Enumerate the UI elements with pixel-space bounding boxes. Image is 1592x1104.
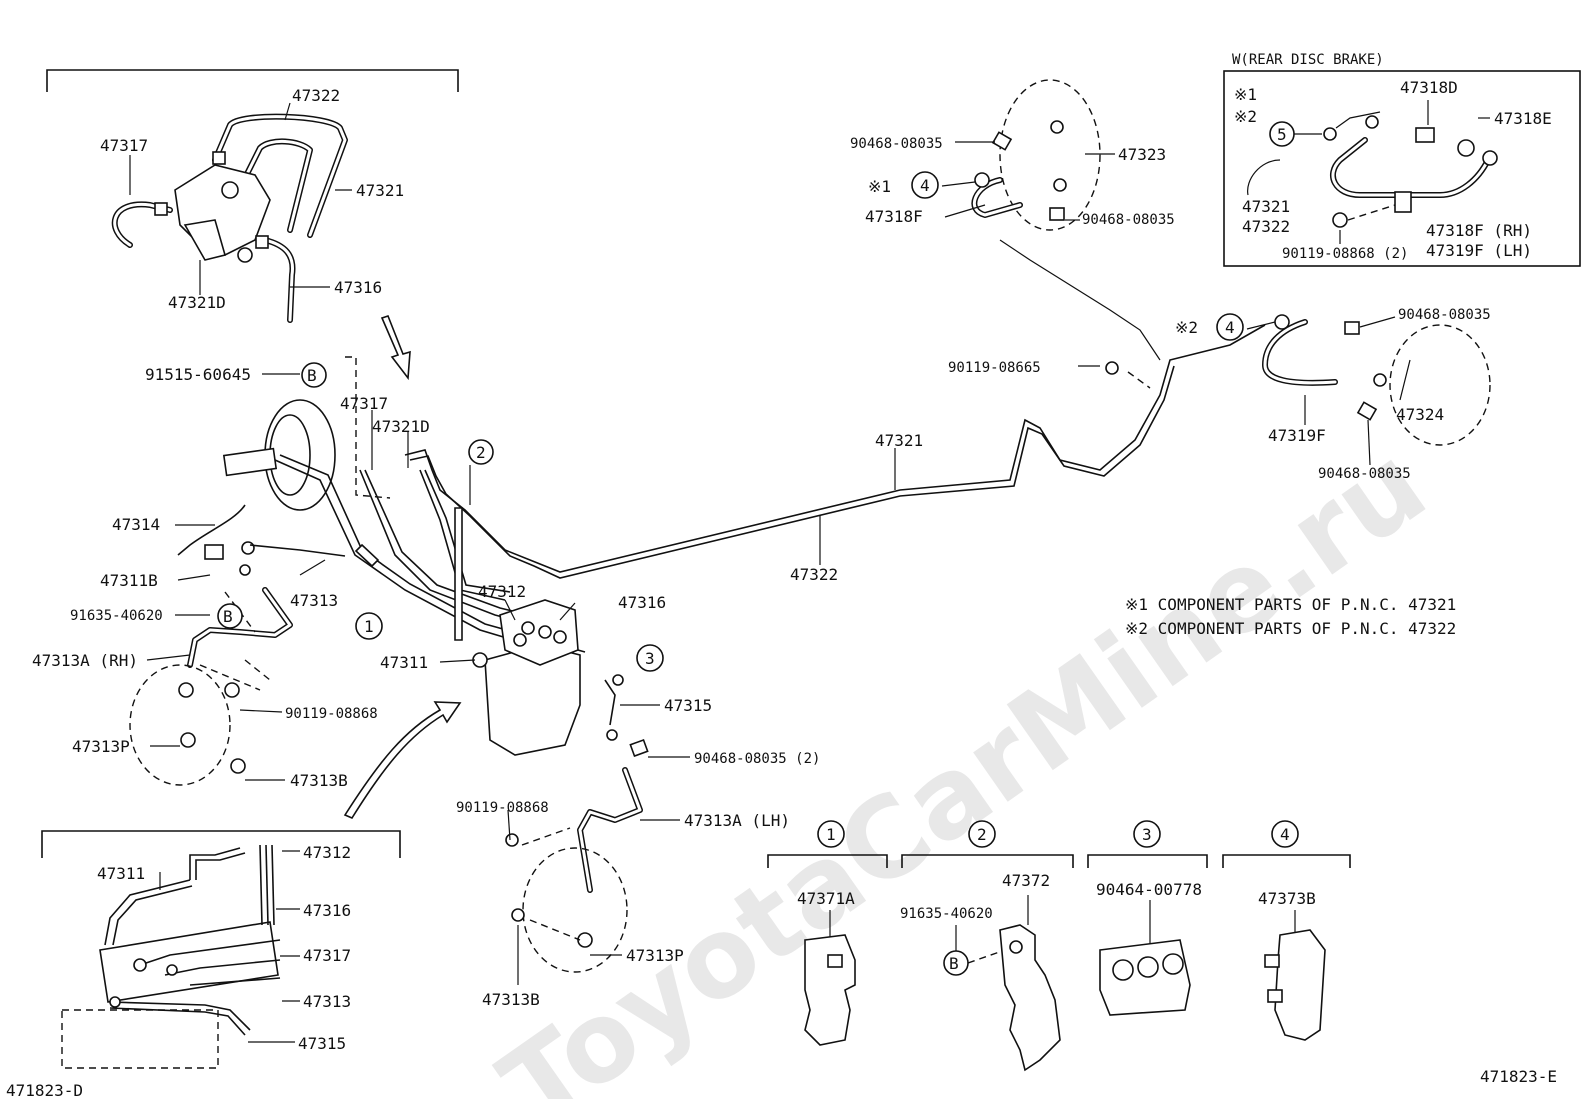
label-47322: 47322 [790,565,838,584]
label-47313P: 47313P [72,737,130,756]
label-90468-08035-d: 90468-08035 [1398,307,1491,323]
bottom-inset-label-47311: 47311 [97,864,145,883]
label-47315: 47315 [664,696,712,715]
label-47313A-RH: 47313A (RH) [32,651,138,670]
inset-label-47321: 47321 [356,181,404,200]
rear-disc-mark1: ※1 [1234,85,1257,104]
rear-disc-label-47318F-RH: 47318F (RH) [1426,221,1532,240]
bottom-inset-label-47316: 47316 [303,901,351,920]
clamp-1-circle: 1 [826,825,836,844]
label-47323: 47323 [1118,145,1166,164]
bottom-inset-label-47317: 47317 [303,946,351,965]
clamp-3-part: 90464-00778 [1096,880,1202,899]
label-91515-60645: 91515-60645 [145,365,251,384]
clamp-4-circle: 4 [1280,825,1290,844]
rear-disc-label-47322: 47322 [1242,217,1290,236]
label-47313B-lh: 47313B [482,990,540,1009]
bottom-inset: 47311 47312 47316 47317 47313 47315 [41,830,401,1069]
clamp-2-extra: 91635-40620 [900,906,993,922]
clamp-4-part: 47373B [1258,889,1316,908]
label-47319F: 47319F [1268,426,1326,445]
note-1: ※1 COMPONENT PARTS OF P.N.C. 47321 [1125,595,1456,614]
label-47313B: 47313B [290,771,348,790]
bottom-inset-label-47312: 47312 [303,843,351,862]
label-47324: 47324 [1396,405,1444,424]
label-B-1: B [307,366,317,385]
label-clamp-3: 3 [645,649,655,668]
clamp-2-part: 47372 [1002,871,1050,890]
label-47316: 47316 [618,593,666,612]
label-clamp-4a: 4 [920,176,930,195]
rear-disc-label-47321: 47321 [1242,197,1290,216]
label-47311: 47311 [380,653,428,672]
label-mark-2: ※2 [1175,318,1198,337]
label-90468-08035-a: 90468-08035 [850,136,943,152]
rear-disc-circle-5: 5 [1277,125,1287,144]
inset-label-47322: 47322 [292,86,340,105]
clamp-2-extra-circle: B [949,954,959,973]
label-91635-40620: 91635-40620 [70,608,163,624]
diagram-id-left: 471823-D [6,1081,83,1099]
rear-disc-brake-box: W(REAR DISC BRAKE) ※1 ※2 5 47318D 47318E… [1223,52,1581,267]
notes: ※1 COMPONENT PARTS OF P.N.C. 47321 ※2 CO… [1125,595,1456,638]
clamp-3-circle: 3 [1142,825,1152,844]
label-47313A-LH: 47313A (LH) [684,811,790,830]
clamp-1-part: 47371A [797,889,855,908]
clamp-details: 1 47371A 2 47372 91635-40620 B 3 90464-0… [767,820,1351,1072]
view-arrow-icon [380,315,411,381]
label-90119-08665: 90119-08665 [948,360,1041,376]
label-clamp-4b: 4 [1225,318,1235,337]
rear-disc-label-90119-08868: 90119-08868 (2) [1282,246,1408,262]
label-47313: 47313 [290,591,338,610]
label-90119-08868-lh: 90119-08868 [456,800,549,816]
label-clamp-2: 2 [476,443,486,462]
label-47311B: 47311B [100,571,158,590]
rear-disc-mark2: ※2 [1234,107,1257,126]
label-90119-08868: 90119-08868 [285,706,378,722]
rear-disc-label-47318E: 47318E [1494,109,1552,128]
label-47321D: 47321D [372,417,430,436]
bottom-inset-label-47313: 47313 [303,992,351,1011]
label-47312: 47312 [478,582,526,601]
label-mark-1: ※1 [868,177,891,196]
inset-label-47316: 47316 [334,278,382,297]
label-90468-08035-2: 90468-08035 (2) [694,751,820,767]
label-47321: 47321 [875,431,923,450]
rear-disc-label-47318D: 47318D [1400,78,1458,97]
inset-arrow-icon [343,701,462,820]
diagram-id-right: 471823-E [1480,1067,1557,1086]
inset-label-47317: 47317 [100,136,148,155]
label-B-2: B [223,607,233,626]
top-inset: 47322 47317 47321 47321D 47316 [46,69,459,323]
clamp-2-circle: 2 [977,825,987,844]
note-2: ※2 COMPONENT PARTS OF P.N.C. 47322 [1125,619,1456,638]
rear-disc-label-47319F-LH: 47319F (LH) [1426,241,1532,260]
label-clamp-1: 1 [364,617,374,636]
main-diagram: 91515-60645 B 47317 47321D 2 47314 47311… [32,79,1491,1009]
bottom-inset-label-47315: 47315 [298,1034,346,1053]
label-90468-08035-e: 90468-08035 [1318,466,1411,482]
label-47314: 47314 [112,515,160,534]
label-47317: 47317 [340,394,388,413]
label-47318F: 47318F [865,207,923,226]
inset-label-47321D: 47321D [168,293,226,312]
label-90468-08035-b: 90468-08035 [1082,212,1175,228]
label-47313P-lh: 47313P [626,946,684,965]
rear-disc-title: W(REAR DISC BRAKE) [1232,52,1384,68]
